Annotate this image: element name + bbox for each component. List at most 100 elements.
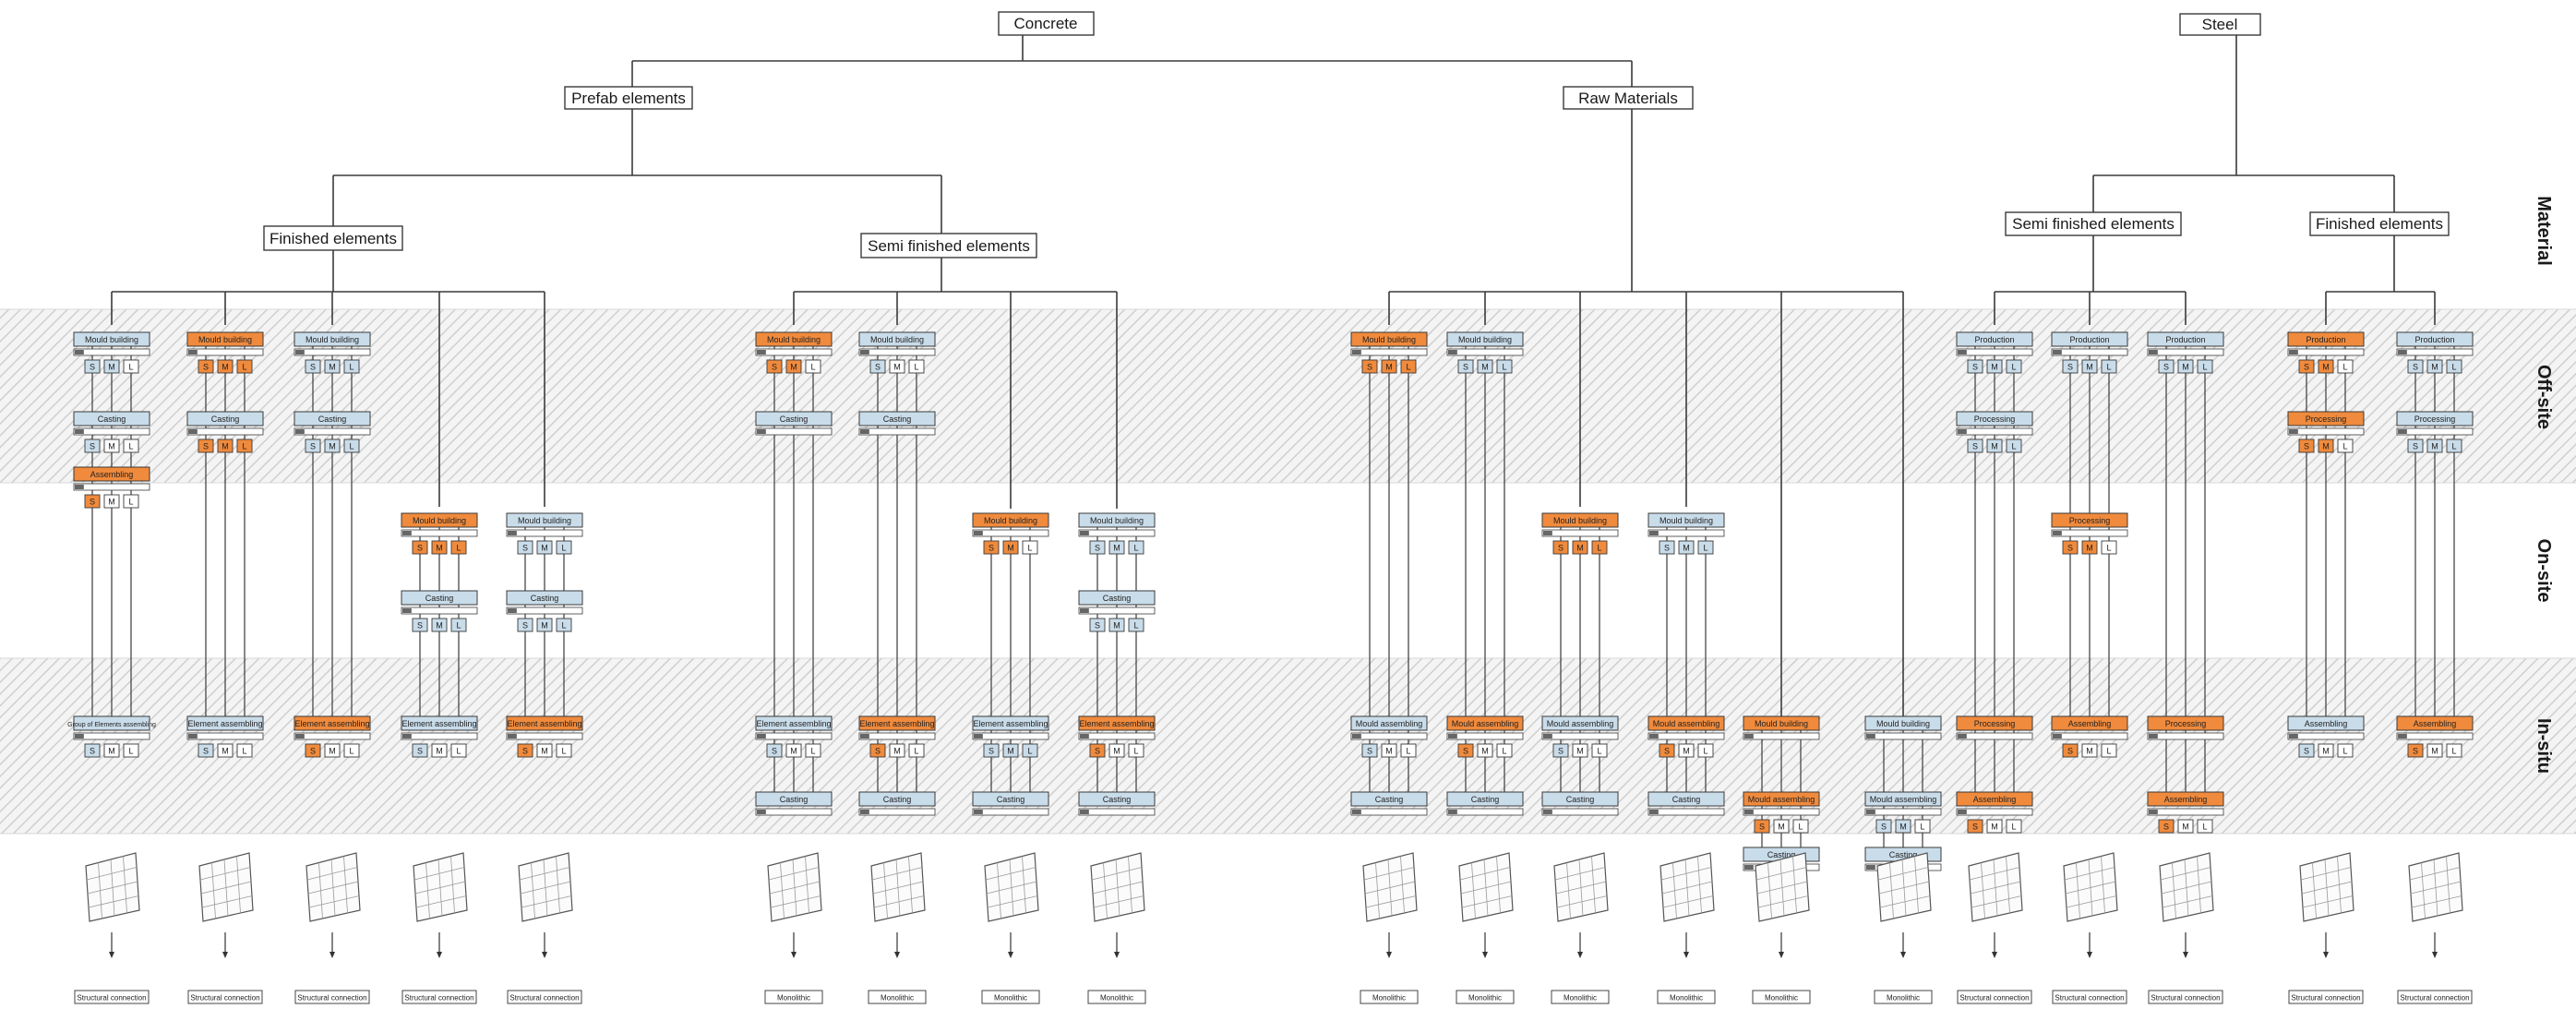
- process-step: Casting: [755, 411, 833, 436]
- step-label: Mould building: [1458, 335, 1512, 344]
- step-label: Casting: [98, 414, 126, 424]
- connection-label: Structural connection: [190, 994, 259, 1003]
- size-label: M: [541, 747, 548, 756]
- size-box: [305, 438, 321, 453]
- size-box: [908, 743, 925, 758]
- node-steel: Steel: [2179, 13, 2261, 36]
- connection-label: Monolithic: [1100, 994, 1133, 1003]
- arrow-head-icon: [894, 952, 900, 958]
- size-box: [450, 618, 467, 632]
- step-label: Mould assembling: [1748, 795, 1815, 804]
- progress-fill: [1649, 734, 1659, 739]
- step-box: [401, 512, 478, 528]
- step-label: Mould building: [1553, 516, 1607, 525]
- step-label: Mould building: [1659, 516, 1713, 525]
- size-box: [2101, 743, 2117, 758]
- size-label: M: [222, 363, 229, 372]
- process-step: Casting: [1541, 791, 1619, 816]
- progress-fill: [974, 734, 983, 739]
- size-box: [2426, 438, 2443, 453]
- size-label: M: [2322, 442, 2330, 451]
- size-label: S: [2413, 442, 2418, 451]
- size-box: [1967, 819, 1983, 834]
- step-box: [73, 715, 150, 731]
- size-label: L: [1502, 363, 1506, 372]
- size-label: L: [2011, 442, 2016, 451]
- size-box: [1572, 743, 1588, 758]
- progress-fill: [1543, 734, 1552, 739]
- connection-box: [2288, 990, 2364, 1004]
- progress-bar: [2051, 348, 2128, 356]
- size-label: L: [456, 747, 461, 756]
- size-label: S: [772, 363, 777, 372]
- step-box: [1541, 512, 1619, 528]
- step-label: Processing: [2306, 414, 2347, 424]
- connection-label: Monolithic: [1564, 994, 1597, 1003]
- progress-fill: [1744, 734, 1754, 739]
- size-label: L: [2451, 442, 2456, 451]
- progress-bar: [858, 427, 936, 436]
- size-label: M: [1481, 747, 1489, 756]
- size-box: [1022, 540, 1038, 555]
- step-label: Mould building: [1362, 335, 1416, 344]
- progress-bar: [972, 732, 1049, 740]
- progress-bar: [1647, 808, 1725, 816]
- size-box: [2337, 743, 2354, 758]
- size-label: S: [417, 621, 423, 631]
- size-label: M: [1481, 363, 1489, 372]
- progress-fill: [2149, 810, 2158, 814]
- size-box: [2298, 743, 2315, 758]
- size-box: [84, 494, 101, 509]
- band-label-offsite: Off-site: [2534, 365, 2554, 429]
- step-label: Assembling: [90, 470, 134, 479]
- size-label: M: [2086, 363, 2093, 372]
- step-box: [1078, 590, 1156, 606]
- step-label: Element assembling: [507, 719, 581, 728]
- size-box: [1572, 540, 1588, 555]
- step-box: [506, 590, 583, 606]
- step-label: Element assembling: [973, 719, 1048, 728]
- size-label: M: [790, 363, 797, 372]
- step-label: Casting: [780, 795, 809, 804]
- connection-label: Monolithic: [994, 994, 1027, 1003]
- size-label: S: [2413, 363, 2418, 372]
- progress-bar: [1541, 808, 1619, 816]
- size-label: M: [436, 544, 443, 553]
- connection-box: [401, 990, 477, 1004]
- size-box: [517, 540, 533, 555]
- element-illustration: [85, 852, 140, 922]
- size-label: M: [108, 498, 115, 507]
- size-box: [103, 494, 120, 509]
- process-step: Casting: [858, 411, 936, 436]
- size-label: L: [1406, 747, 1410, 756]
- size-label: L: [810, 363, 815, 372]
- process-step: Processing: [1956, 715, 2033, 740]
- step-label: Mould building: [306, 335, 359, 344]
- progress-fill: [1352, 350, 1361, 354]
- size-box: [2006, 359, 2022, 374]
- size-box: [1678, 743, 1695, 758]
- progress-bar: [755, 348, 833, 356]
- step-box: [1743, 791, 1820, 807]
- arrow-head-icon: [1008, 952, 1013, 958]
- size-label: L: [1027, 544, 1032, 553]
- size-label: M: [2182, 363, 2189, 372]
- step-label: Mould building: [518, 516, 571, 525]
- size-box: [1089, 743, 1106, 758]
- size-label: M: [329, 747, 336, 756]
- size-label: S: [2304, 363, 2309, 372]
- size-box: [2337, 359, 2354, 374]
- size-box: [1895, 819, 1911, 834]
- size-label: M: [1113, 747, 1120, 756]
